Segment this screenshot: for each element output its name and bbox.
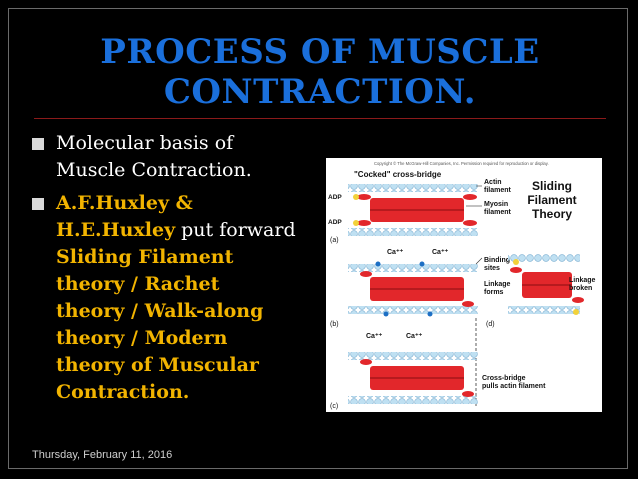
actin-filament-a-bottom: [348, 228, 478, 236]
cocked-label: "Cocked" cross-bridge: [354, 170, 442, 179]
actin-filament-c-bottom: [348, 396, 478, 404]
sliding-filament-diagram: Copyright © The McGraw-Hill Companies, I…: [326, 158, 602, 412]
ca-label-a2: Ca⁺⁺: [432, 249, 449, 256]
bullet2-line5: theory / Walk-along: [56, 300, 264, 322]
actin-filament-b-top: [348, 264, 478, 272]
myosin-label-1: Myosin: [484, 201, 508, 208]
linkage-forms-label-2: forms: [484, 289, 504, 296]
panel-a-label: (a): [330, 237, 339, 244]
ca-label-b1: Ca⁺⁺: [366, 333, 383, 340]
myosin-label-2: filament: [484, 209, 512, 216]
actin-filament-b-bottom: [348, 306, 478, 314]
slide-title: PROCESS OF MUSCLE CONTRACTION.: [60, 32, 580, 112]
theory-title-2: Filament: [527, 193, 576, 207]
binding-label-1: Binding: [484, 257, 510, 264]
bullet-item-1: Molecular basis of Muscle Contraction.: [30, 130, 330, 184]
bullet1-line1: Molecular basis of: [56, 132, 234, 154]
panel-d-label: (d): [486, 321, 495, 328]
adp-label-2: ADP: [328, 219, 342, 226]
cross-bridge-label-2: pulls actin filament: [482, 383, 546, 390]
slide-frame: [8, 8, 628, 469]
actin-label-1: Actin: [484, 179, 502, 186]
bullet2-huxley: H.E.Huxley: [56, 219, 176, 241]
bullet2-line8: Contraction.: [56, 381, 190, 403]
bullet2-line3: Sliding Filament: [56, 246, 234, 268]
bullet2-line6: theory / Modern: [56, 327, 228, 349]
adp-label-1: ADP: [328, 194, 342, 201]
theory-title-3: Theory: [532, 207, 572, 221]
actin-filament-d-bottom: [508, 306, 580, 314]
linkage-broken-label-1: Linkage: [569, 277, 596, 284]
bullet2-line1: A.F.Huxley &: [56, 192, 193, 214]
actin-filament-a-top: [348, 184, 478, 192]
cross-bridge-label-1: Cross-bridge: [482, 375, 526, 382]
bullet2-line7: theory of Muscular: [56, 354, 259, 376]
title-line-1: PROCESS OF MUSCLE: [100, 32, 540, 72]
title-line-2: CONTRACTION.: [163, 72, 477, 112]
panel-b-label: (b): [330, 321, 339, 328]
binding-label-2: sites: [484, 265, 500, 272]
actin-label-2: filament: [484, 187, 512, 194]
bullet-item-2: A.F.Huxley & H.E.Huxley put forward Slid…: [30, 190, 330, 406]
bullet-square-icon: [32, 198, 44, 210]
bullet1-line2: Muscle Contraction.: [56, 159, 252, 181]
bullet2-line2: H.E.Huxley put forward: [56, 217, 330, 244]
ca-label-b2: Ca⁺⁺: [406, 333, 423, 340]
title-divider: [34, 118, 606, 119]
actin-filament-d-top: [508, 254, 580, 262]
slide-date: Thursday, February 11, 2016: [32, 449, 173, 461]
bullet2-plain: put forward: [175, 219, 296, 241]
bullet-square-icon: [32, 138, 44, 150]
ca-label-a1: Ca⁺⁺: [387, 249, 404, 256]
bullet2-line4: theory / Rachet: [56, 273, 220, 295]
panel-c-label: (c): [330, 403, 338, 410]
actin-filament-c-top: [348, 352, 478, 360]
theory-title-1: Sliding: [532, 179, 572, 193]
linkage-broken-label-2: broken: [569, 285, 592, 292]
bullet-list: Molecular basis of Muscle Contraction. A…: [30, 130, 330, 412]
linkage-forms-label-1: Linkage: [484, 281, 511, 288]
copyright-text: Copyright © The McGraw-Hill Companies, I…: [374, 161, 549, 166]
diagram-svg: Copyright © The McGraw-Hill Companies, I…: [328, 161, 596, 410]
